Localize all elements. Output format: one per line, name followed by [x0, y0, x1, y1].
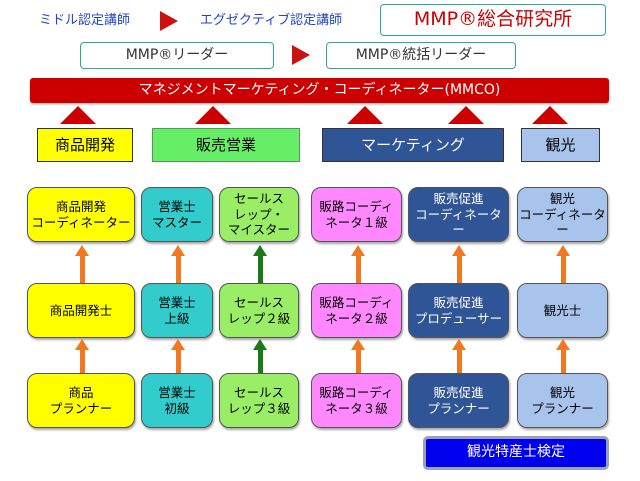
card-channel-coordinator-3: 販路コーディ ネータ３級 — [311, 373, 402, 428]
middle-instructor-label: ミドル認定講師 — [38, 12, 130, 28]
orange-up-arrow-icon — [351, 245, 365, 286]
card-sales-rep-meister: セールス レップ・ マイスター — [219, 187, 299, 242]
green-up-arrow-icon — [253, 245, 267, 286]
orange-up-arrow-icon — [452, 245, 466, 286]
category-product-development: 商品開発 — [37, 128, 133, 162]
card-product-developer: 商品開発士 — [27, 283, 135, 338]
card-sales-rep-3: セールス レップ３級 — [219, 373, 299, 428]
card-channel-coordinator-2: 販路コーディ ネータ２級 — [311, 283, 402, 338]
card-promotion-coordinator: 販売促進 コーディネーター — [408, 187, 509, 242]
mmco-banner: マネジメントマーケティング・コーディネーター(MMCO) — [30, 78, 609, 103]
card-tourism-coordinator: 観光 コーディネーター — [517, 187, 608, 242]
red-up-triangle-icon — [347, 106, 383, 124]
mmp-institute-title: MMP®総合研究所 — [380, 4, 606, 36]
mmp-leader-box: MMP®リーダー — [80, 42, 274, 69]
orange-up-arrow-icon — [556, 245, 570, 286]
orange-up-arrow-icon — [171, 339, 185, 380]
red-right-arrow-icon — [292, 45, 310, 65]
red-up-triangle-icon — [532, 106, 568, 124]
green-up-arrow-icon — [253, 339, 267, 380]
orange-up-arrow-icon — [452, 339, 466, 380]
card-product-coordinator: 商品開発 コーディネーター — [27, 187, 135, 242]
card-tourism-specialist: 観光士 — [517, 283, 608, 338]
category-marketing: マーケティング — [322, 128, 504, 162]
red-up-triangle-icon — [448, 106, 484, 124]
red-up-triangle-icon — [195, 106, 231, 124]
tourism-specialty-exam-badge: 観光特産士検定 — [423, 436, 609, 470]
card-product-planner: 商品 プランナー — [27, 373, 135, 428]
card-sales-rep-2: セールス レップ２級 — [219, 283, 299, 338]
card-promotion-producer: 販売促進 プロデューサー — [408, 283, 509, 338]
red-up-triangle-icon — [60, 106, 96, 124]
category-sales: 販売営業 — [152, 128, 300, 162]
card-sales-beginner: 営業士 初級 — [141, 373, 213, 428]
orange-up-arrow-icon — [171, 245, 185, 286]
orange-up-arrow-icon — [351, 339, 365, 380]
executive-instructor-label: エグゼクティブ認定講師 — [199, 12, 343, 28]
mmp-chief-leader-box: MMP®統括リーダー — [326, 42, 516, 69]
card-channel-coordinator-1: 販路コーディ ネータ１級 — [311, 187, 402, 242]
card-tourism-planner: 観光 プランナー — [517, 373, 608, 428]
category-tourism: 観光 — [521, 128, 600, 162]
orange-up-arrow-icon — [556, 339, 570, 380]
orange-up-arrow-icon — [75, 339, 89, 380]
card-sales-advanced: 営業士 上級 — [141, 283, 213, 338]
red-right-arrow-icon — [160, 11, 178, 31]
card-sales-master: 営業士 マスター — [141, 187, 213, 242]
card-promotion-planner: 販売促進 プランナー — [408, 373, 509, 428]
orange-up-arrow-icon — [75, 245, 89, 286]
